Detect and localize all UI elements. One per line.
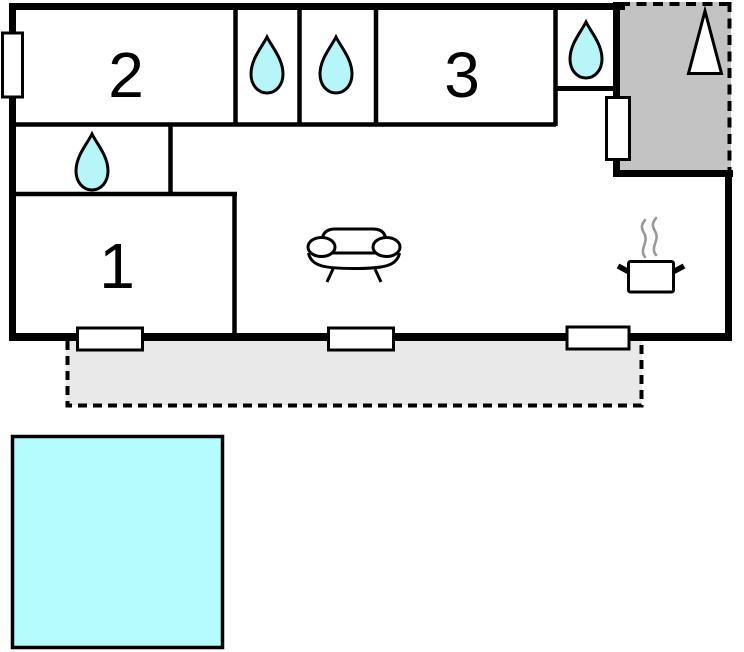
windows xyxy=(1,31,631,352)
sofa-legs xyxy=(325,268,383,283)
sofa-armrest-right xyxy=(371,236,402,258)
water-drop-icon-closet-b xyxy=(318,33,354,95)
room-2-label: 2 xyxy=(108,39,144,111)
patio-floor xyxy=(616,2,731,172)
terrace-dashed-edge xyxy=(65,341,644,408)
steam-line-1 xyxy=(640,218,647,259)
sofa-icon xyxy=(306,227,402,283)
swimming-pool xyxy=(10,434,225,650)
sofa-seat xyxy=(307,252,401,271)
water-drop-icon-closet-c xyxy=(568,18,604,80)
water-drop-icon-closet-a xyxy=(249,33,285,95)
pot-body xyxy=(627,260,675,294)
window-left-wall xyxy=(1,31,24,99)
window-bottom-2 xyxy=(327,326,395,352)
steaming-pot-icon xyxy=(616,216,686,294)
room-3-label: 3 xyxy=(444,39,480,111)
window-bottom-3 xyxy=(565,325,631,351)
window-bottom-1 xyxy=(76,326,144,352)
room-labels: 2 3 1 xyxy=(99,39,480,302)
terrace-area xyxy=(65,341,644,408)
steam-line-2 xyxy=(651,216,658,257)
window-patio-wall xyxy=(605,96,631,161)
room-1-label: 1 xyxy=(99,230,135,302)
water-drops xyxy=(74,18,604,192)
sofa-armrest-left xyxy=(306,236,337,258)
fireplace-triangle-icon xyxy=(686,5,724,75)
covered-patio-area xyxy=(616,2,734,172)
water-drop-icon-bathroom xyxy=(74,130,110,192)
terrace-floor xyxy=(66,341,642,405)
